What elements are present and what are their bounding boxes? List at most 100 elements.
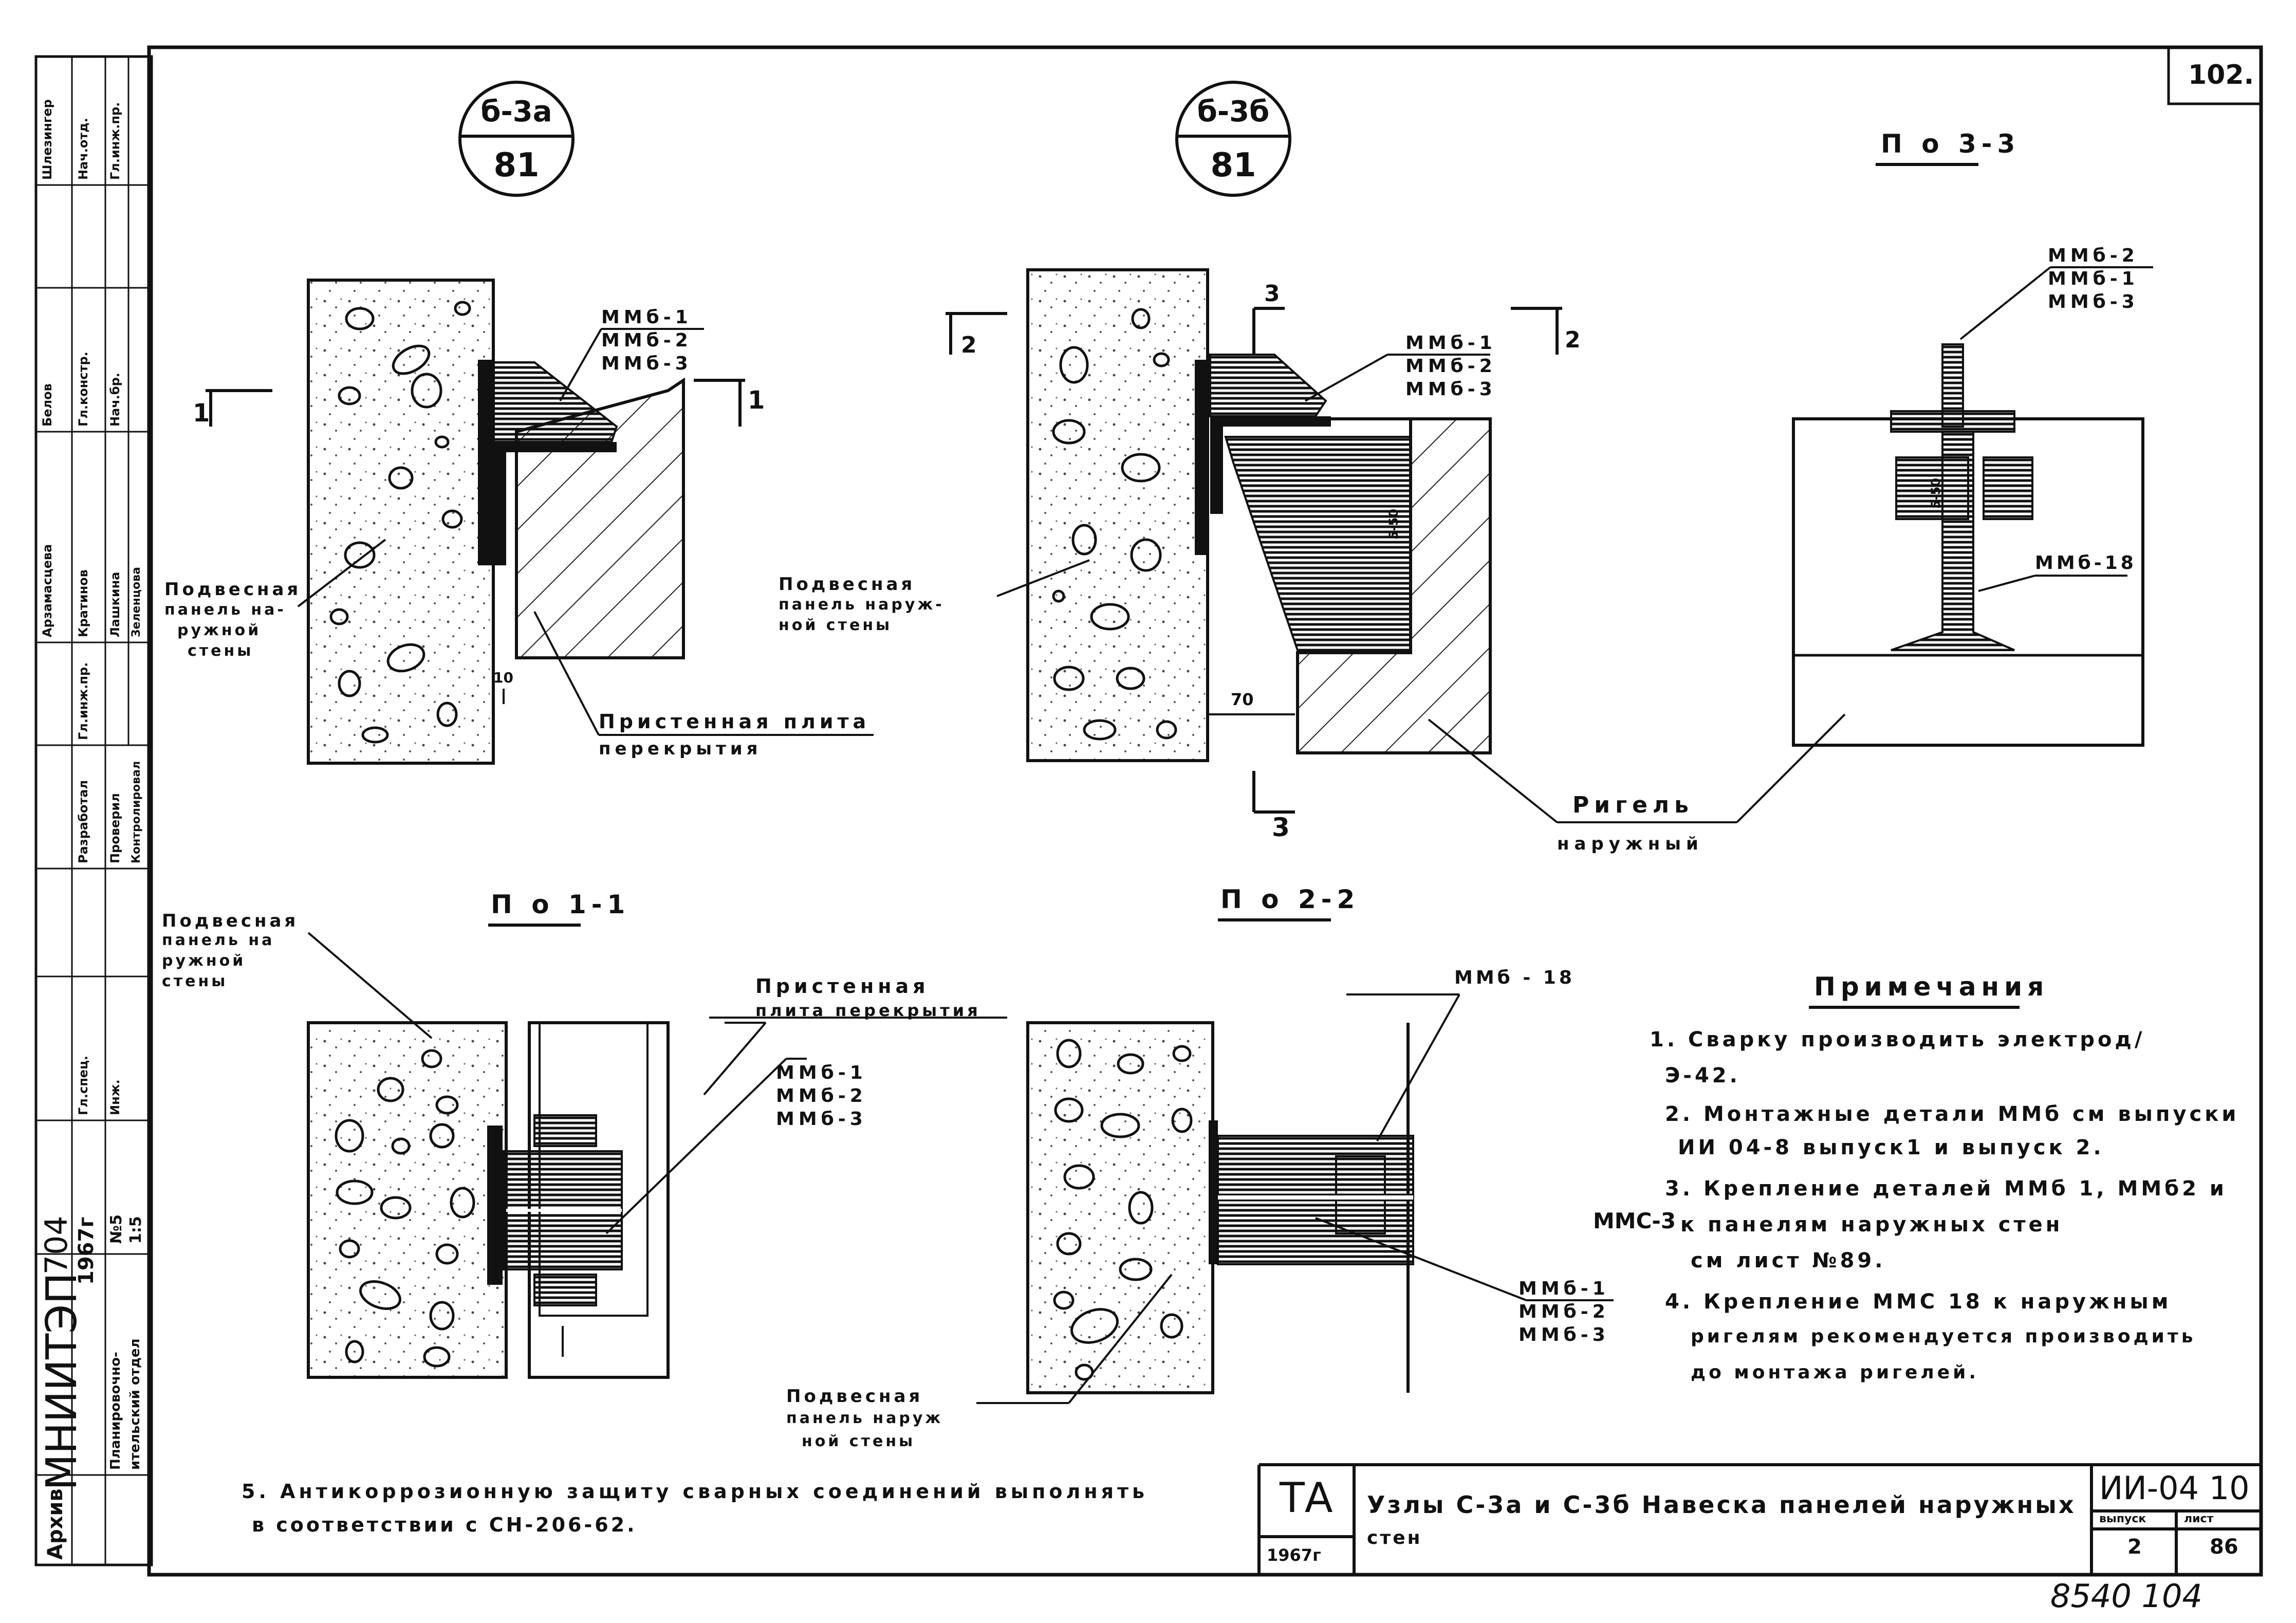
note-line-3: 2. Монтажные детали ММб см выпуски bbox=[1665, 1102, 2239, 1126]
stamp-role-9: Гл.спец. bbox=[76, 1056, 90, 1115]
notes-title: Примечания bbox=[1814, 972, 2049, 1002]
note-line-4: ИИ 04-8 выпуск1 и выпуск 2. bbox=[1678, 1136, 2104, 1159]
dim-50-a: 5-50 bbox=[1386, 508, 1401, 540]
note-line-6: к панелям наружных стен bbox=[1680, 1213, 2063, 1237]
title-underlines bbox=[488, 163, 2020, 1009]
cut-mark-1-right: 1 bbox=[748, 386, 765, 415]
stamp-role-7: Проверил bbox=[108, 793, 122, 863]
mms-label-c-3: ММб-3 bbox=[2048, 291, 2139, 312]
panel-label-c-3: ружной bbox=[162, 952, 246, 970]
section-2-2 bbox=[976, 993, 1614, 1404]
mms18-label-b: ММб - 18 bbox=[1454, 967, 1575, 988]
note-side-mark: ММС-3 bbox=[1593, 1208, 1676, 1233]
panel-label-a-3: ружной bbox=[177, 621, 262, 639]
note-5-line-1: 5. Антикоррозионную защиту сварных соеди… bbox=[242, 1480, 1149, 1503]
title-block-code: ТА bbox=[1280, 1474, 1333, 1522]
title-block-doc-code: ИИ-04 10 bbox=[2099, 1469, 2250, 1507]
mms-label-e-2: ММб-2 bbox=[1519, 1301, 1609, 1322]
stamp-role-6: Разработал bbox=[76, 780, 90, 863]
slab-label-b-2: плита перекрытия bbox=[755, 1001, 981, 1020]
panel-label-d-3: ной стены bbox=[802, 1432, 916, 1450]
slab-label-b-1: Пристенная bbox=[755, 975, 930, 998]
detail-node-a bbox=[206, 279, 874, 765]
mms-label-a-1: ММб-1 bbox=[601, 307, 692, 328]
mms-label-d-2: ММб-2 bbox=[776, 1085, 867, 1106]
page-number: 102. bbox=[2188, 60, 2254, 90]
mms18-label-a: ММб-18 bbox=[2035, 552, 2137, 574]
note-line-5: 3. Крепление деталей ММб 1, ММб2 и bbox=[1665, 1177, 2227, 1201]
cut-mark-3-top: 3 bbox=[1264, 281, 1280, 307]
cut-mark-1-left: 1 bbox=[193, 399, 210, 428]
stamp-name-5: Зеленцова bbox=[130, 567, 143, 637]
mms-label-a-2: ММб-2 bbox=[601, 330, 692, 351]
mms-label-e-3: ММб-3 bbox=[1519, 1324, 1609, 1345]
panel-label-c-1: Подвесная bbox=[162, 911, 299, 931]
note-line-10: до монтажа ригелей. bbox=[1691, 1362, 1979, 1383]
stamp-dept-1: Планировочно- bbox=[108, 1352, 123, 1470]
cut-mark-3-bottom: 3 bbox=[1272, 813, 1290, 842]
section-title-1-1: П о 1-1 bbox=[491, 890, 631, 919]
stamp-name-4: Лашкина bbox=[108, 571, 122, 638]
mms-label-e-1: ММб-1 bbox=[1519, 1278, 1609, 1299]
mms-label-d-1: ММб-1 bbox=[776, 1062, 867, 1083]
mms-label-c-1: ММб-2 bbox=[2048, 245, 2139, 266]
stamp-role-10: Инж. bbox=[108, 1079, 122, 1115]
title-block-title-1: Узлы С-3а и С-3б Навеска панелей наружны… bbox=[1367, 1491, 2076, 1519]
panel-label-b-2: панель наруж- bbox=[779, 596, 945, 614]
panel-label-b-3: ной стены bbox=[779, 616, 893, 634]
panel-label-c-4: стены bbox=[162, 972, 228, 990]
stamp-series: 704 bbox=[39, 1215, 75, 1275]
stamp-name-3: Кратинов bbox=[76, 569, 90, 637]
sheet-frame bbox=[34, 45, 2263, 1577]
panel-label-a-1: Подвесная bbox=[164, 579, 302, 600]
title-block-list: 86 bbox=[2210, 1535, 2238, 1559]
callout-circles bbox=[458, 81, 1291, 197]
stamp-archive: Архив bbox=[44, 1488, 67, 1560]
slab-label-a-2: перекрытия bbox=[599, 739, 762, 759]
callout-b-bottom: 81 bbox=[1210, 146, 1256, 185]
section-title-3-3: П о 3-3 bbox=[1881, 129, 2021, 159]
note-line-1: 1. Сварку производить электрод/ bbox=[1650, 1028, 2145, 1052]
dim-50-b: 5-50 bbox=[1929, 477, 1943, 509]
panel-label-a-2: панель на- bbox=[164, 601, 286, 619]
callout-a-bottom: 81 bbox=[493, 146, 540, 185]
stamp-name-6: Арзамасцева bbox=[40, 544, 54, 637]
panel-label-d-1: Подвесная bbox=[786, 1386, 923, 1407]
dim-10: 10 bbox=[493, 669, 513, 686]
section-1-1 bbox=[307, 932, 1007, 1379]
mms-label-b-1: ММб-1 bbox=[1405, 333, 1496, 354]
note-5-line-2: в соответствии с СН-206-62. bbox=[252, 1514, 637, 1536]
panel-label-b-1: Подвесная bbox=[779, 574, 916, 595]
title-block-list-label: лист bbox=[2184, 1513, 2214, 1525]
section-3-3 bbox=[1792, 163, 2153, 747]
panel-label-c-2: панель на bbox=[162, 931, 275, 949]
panel-label-a-4: стены bbox=[188, 642, 254, 660]
title-block-title-2: стен bbox=[1367, 1527, 1422, 1548]
stamp-scale-label: №5 bbox=[107, 1214, 125, 1244]
stamp-role-5: Гл.инж.пр. bbox=[76, 662, 90, 740]
callout-b-top: б-3б bbox=[1197, 95, 1270, 128]
mms-label-b-3: ММб-3 bbox=[1405, 379, 1496, 400]
stamp-role-8: Контролировал bbox=[130, 761, 143, 863]
mms-label-b-2: ММб-2 bbox=[1405, 356, 1496, 377]
note-line-7: см лист №89. bbox=[1691, 1249, 1886, 1272]
note-line-8: 4. Крепление ММС 18 к наружным bbox=[1665, 1290, 2172, 1314]
stamp-org: МНИИТЭП bbox=[38, 1272, 86, 1490]
detail-node-b bbox=[946, 268, 1562, 814]
title-block bbox=[1257, 1463, 2261, 1575]
stamp-name-1: Шлезингер bbox=[40, 99, 54, 180]
stamp-scale: 1:5 bbox=[127, 1216, 145, 1244]
rigel-leader bbox=[1428, 713, 1846, 823]
panel-label-d-2: панель наруж bbox=[786, 1409, 943, 1427]
section-title-2-2: П о 2-2 bbox=[1220, 884, 1360, 914]
rigel-label-1: Ригель bbox=[1572, 792, 1694, 818]
mms-label-a-3: ММб-3 bbox=[601, 353, 692, 374]
cut-mark-2-left: 2 bbox=[961, 332, 977, 358]
stamp-role-1: Нач.отд. bbox=[76, 118, 90, 180]
stamp-dept-2: ительский отдел bbox=[127, 1338, 143, 1470]
title-block-vypusk-label: выпуск bbox=[2099, 1513, 2146, 1525]
title-block-year: 1967г bbox=[1267, 1545, 1321, 1565]
mms-label-c-2: ММб-1 bbox=[2048, 268, 2139, 289]
stamp-year: 1967г bbox=[75, 1216, 98, 1285]
